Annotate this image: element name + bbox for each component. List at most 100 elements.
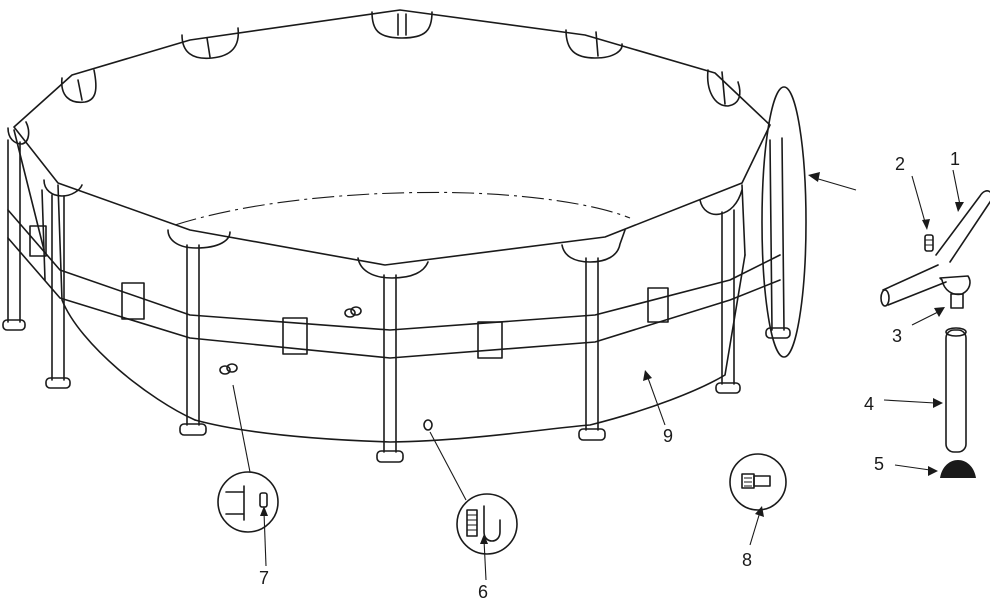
part-4-leg-top [945,327,967,337]
top-joints [7,11,743,279]
detail-circle-8 [729,453,787,511]
arrowhead-7 [260,506,268,516]
part-1-top-rail [935,190,990,263]
detail-8 [729,453,787,546]
t-joint [357,257,429,279]
callout-label-5: 5 [874,454,884,474]
t-joint [77,79,83,101]
pool-liner [13,9,771,443]
foot-cap [2,319,26,331]
t-joint [7,121,30,145]
arrowhead-2 [922,219,930,230]
arrow-9 [647,377,666,426]
arrowhead-8 [755,506,764,517]
t-joint [706,69,741,107]
arrow-8 [749,511,761,546]
inlet-fitting [219,365,231,375]
part-2-pin-detail [925,239,933,246]
belt-strap [29,225,47,257]
callout-label-1: 1 [950,149,960,169]
drain-plug [423,419,433,431]
foot-cap [376,450,404,463]
t-joint [561,229,626,263]
detail-circle-6 [456,493,518,555]
callout-arrows [643,169,964,476]
callout-label-2: 2 [895,154,905,174]
callout-label-9: 9 [663,426,673,446]
arrowhead-1 [955,202,964,212]
arrow-7 [263,511,267,567]
arrow-4 [883,399,936,404]
callout-label-4: 4 [864,394,874,414]
callout-label-3: 3 [892,326,902,346]
detail-7 [217,384,279,567]
t-joint [60,69,97,104]
t-joint [167,229,231,249]
leader-6 [429,431,467,501]
liner-back-left [13,129,45,251]
support-belt [7,209,781,359]
t-joint [181,27,240,60]
t-joint [699,189,743,216]
exploded-parts [880,190,990,478]
liner-right-wall [741,184,746,256]
part-1-end [880,289,890,307]
t-joint [206,37,211,58]
foot-cap [765,327,791,339]
leg [585,257,599,431]
inner-waterline [174,191,631,226]
t-joint [397,13,407,36]
leg [721,209,735,385]
belt-strap [121,282,145,320]
arrowhead-6 [480,534,488,544]
arrow-2 [911,175,926,223]
leader-7 [232,384,251,473]
part-3-stem [950,293,964,309]
callout-label-6: 6 [478,582,488,602]
leg [769,137,785,331]
liner-bottom-curve [194,254,746,443]
belt-strap [647,287,669,323]
t-joint [721,71,726,105]
arrow-1 [952,169,961,206]
foot-cap [715,382,741,394]
valve-plug [259,492,268,508]
arrowhead-9 [643,370,652,381]
part-5-leg-cap [940,460,976,478]
leg [51,194,65,381]
liner-left-wall [57,184,196,421]
foot-cap [578,428,606,441]
outlet-fitting [350,306,362,316]
callout-labels: 1 2 3 4 5 6 7 8 9 [259,149,960,602]
part-2-pin [924,234,934,252]
leg [7,139,21,323]
inlet-fitting [226,363,238,373]
detail-pointer-line [814,177,857,191]
legs [2,137,791,463]
detail-circle-7 [217,471,279,533]
detail-arrowhead [808,172,820,182]
drain-cap-threads [467,514,477,531]
wall-fittings [219,306,433,431]
arrow-5 [894,464,931,471]
belt-strap [477,321,503,359]
t-joint [565,29,623,59]
part-3-t-joint [939,275,971,296]
foot-cap [45,377,71,389]
arrowhead-3 [934,307,945,317]
arrowhead-5 [928,466,938,476]
part-1-top-rail [882,264,947,306]
leg [41,189,46,281]
valve-body [225,485,245,521]
callout-label-8: 8 [742,550,752,570]
arrow-3 [911,311,939,326]
connector-threads [744,477,752,487]
t-joint [371,11,433,39]
belt-lower [7,237,781,359]
drain-hook [483,505,501,542]
drain-cap [466,509,478,537]
t-joint [595,31,599,57]
arrow-6 [483,539,487,581]
